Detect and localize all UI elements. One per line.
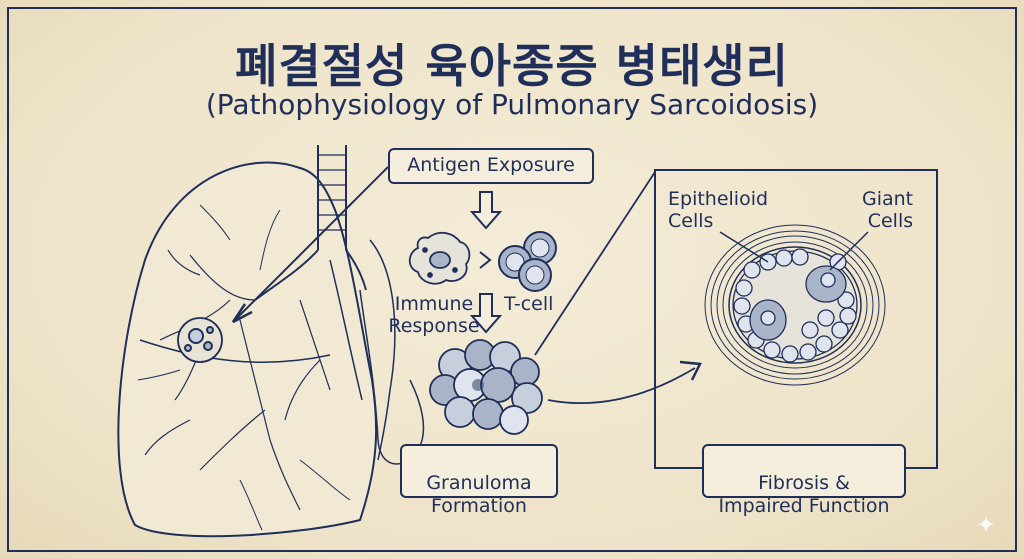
antigen-presenting-cell bbox=[408, 231, 471, 285]
zoom-lines bbox=[534, 171, 702, 404]
lung-illustration bbox=[117, 145, 425, 538]
down-arrow-2 bbox=[469, 293, 503, 334]
t-cell-cluster bbox=[498, 231, 557, 292]
antigen-exposure-box: Antigen Exposure bbox=[388, 148, 594, 184]
sparkle-icon: ✦ bbox=[975, 511, 996, 539]
t-cell-label: T-cell bbox=[504, 293, 554, 315]
fibrosis-rings bbox=[704, 224, 886, 386]
down-arrow-1 bbox=[469, 191, 503, 230]
granuloma-cluster bbox=[429, 339, 543, 435]
fibrosis-box: Fibrosis & Impaired Function bbox=[702, 444, 906, 517]
page-title: 폐결절성 육아종증 병태생리 bbox=[235, 39, 789, 93]
antigen-to-lung-arrow bbox=[231, 166, 389, 324]
chevron-arrow bbox=[479, 251, 492, 269]
granuloma-formation-box: Granuloma Formation bbox=[400, 444, 558, 517]
granuloma-cross-section bbox=[732, 248, 858, 363]
page-subtitle: (Pathophysiology of Pulmonary Sarcoidosi… bbox=[205, 88, 819, 121]
giant-cells-label: Giant Cells bbox=[862, 188, 914, 232]
label-pointers bbox=[719, 231, 869, 271]
epithelioid-cells-label: Epithelioid Cells bbox=[668, 188, 769, 232]
antigen-exposure-label: Antigen Exposure bbox=[407, 154, 575, 176]
outer-frame bbox=[7, 7, 1017, 552]
immune-response-label: Immune Response bbox=[388, 293, 480, 337]
granuloma-formation-label: Granuloma Formation bbox=[426, 472, 532, 517]
fibrosis-label: Fibrosis & Impaired Function bbox=[718, 472, 890, 517]
